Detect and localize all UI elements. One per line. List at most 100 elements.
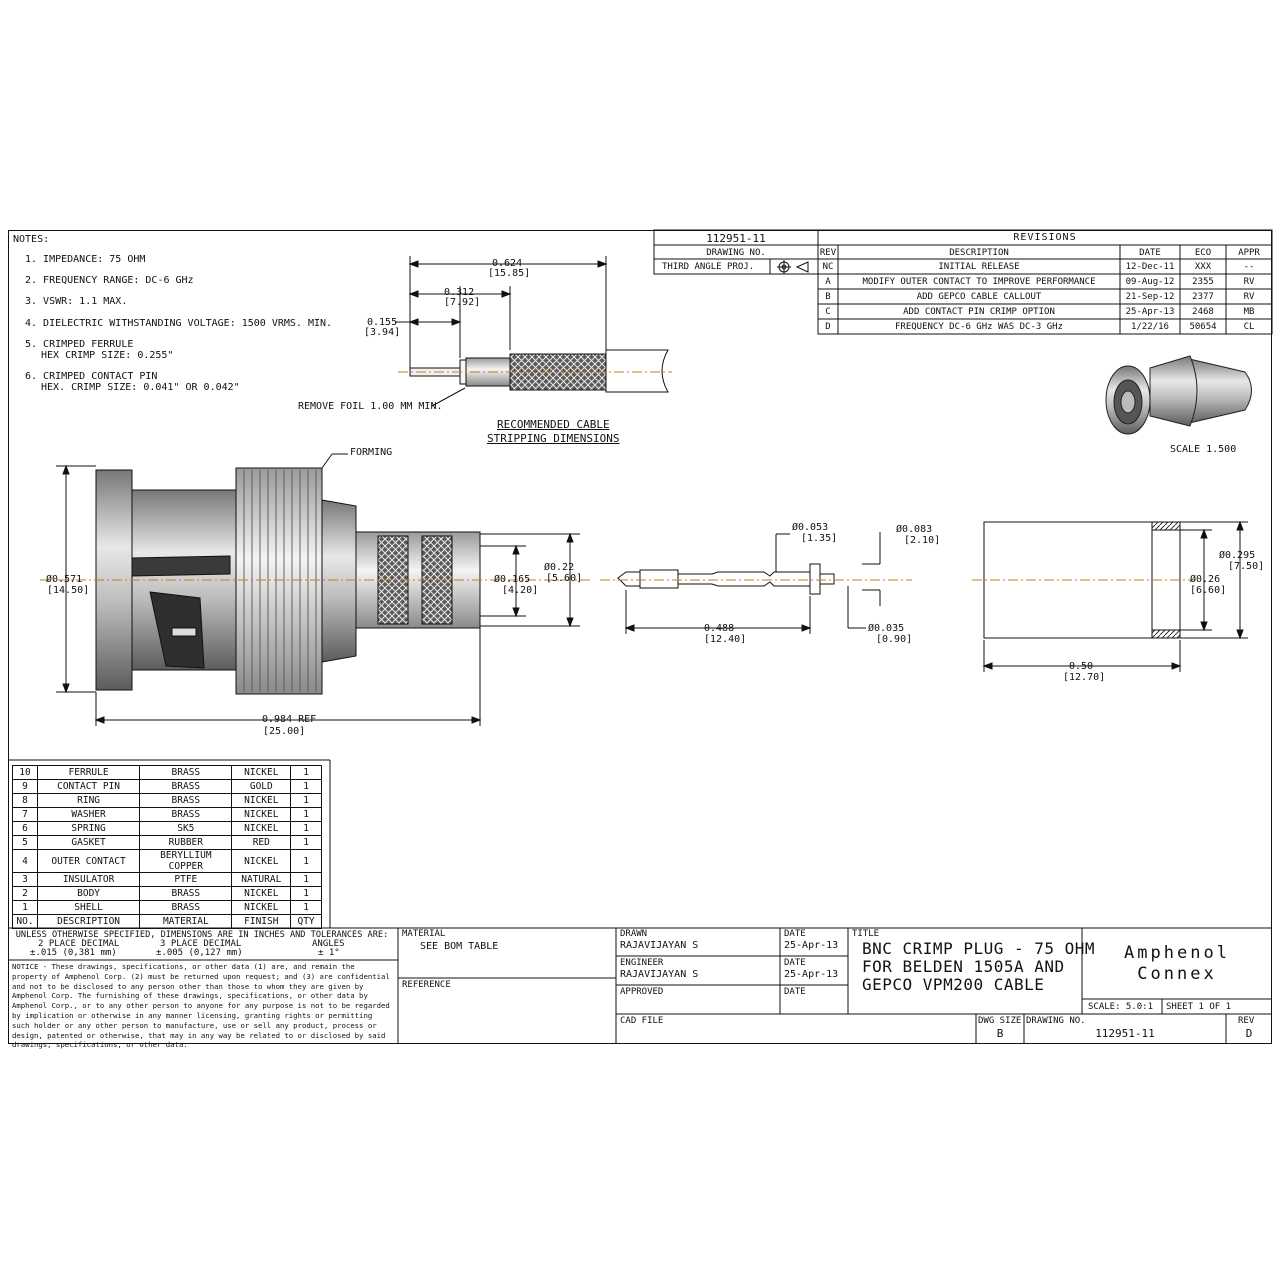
dim-label: Ø0.035 (868, 623, 905, 634)
dim-label: [14.50] (47, 585, 90, 596)
bnc-plug-dimensions (40, 453, 590, 726)
confidentiality-notice: NOTICE - These drawings, specifications,… (12, 962, 390, 1050)
bom-cell: 1 (12, 900, 38, 915)
bom-cell: 4 (12, 849, 38, 873)
bom-cell: 7 (12, 807, 38, 822)
drawing-no-label: DRAWING NO. (1026, 1016, 1086, 1026)
contact-pin-view (617, 563, 835, 595)
tolerance-value: ±.015 (0,381 mm) (30, 948, 117, 958)
dim-label: Ø0.571 (46, 574, 83, 585)
dim-label: [7.92] (444, 297, 481, 308)
note-item: 2. FREQUENCY RANGE: DC-6 GHz (25, 275, 194, 286)
bom-cell: NICKEL (231, 900, 292, 915)
bom-cell: SK5 (139, 821, 233, 836)
bom-cell: 1 (290, 886, 322, 901)
bom-cell: BERYLLIUM COPPER (139, 849, 233, 873)
drawn-label: DRAWN (620, 929, 648, 939)
dim-label: [1.35] (801, 533, 838, 544)
rev-cell: INITIAL RELEASE (938, 262, 1020, 272)
bom-cell: 1 (290, 821, 322, 836)
bom-cell: 1 (290, 765, 322, 780)
dim-label: Ø0.22 (544, 562, 575, 573)
material-label: MATERIAL (402, 929, 446, 939)
tolerance-value: ± 1° (318, 948, 340, 958)
rev-col-header: DATE (1139, 248, 1161, 258)
bom-cell: 1 (290, 835, 322, 850)
dim-label: 0.50 (1069, 661, 1094, 672)
dim-label: [25.00] (263, 726, 306, 737)
rev-cell: RV (1243, 277, 1255, 287)
dim-label: Ø0.295 (1219, 550, 1256, 561)
rev-cell: 2468 (1192, 307, 1214, 317)
rev-cell: 2355 (1192, 277, 1214, 287)
engineer-date: 25-Apr-13 (784, 969, 839, 980)
bom-cell: WASHER (36, 807, 141, 822)
bom-header: MATERIAL (139, 914, 233, 929)
ferrule-dimensions (972, 520, 1248, 672)
dim-label: [4.20] (502, 585, 539, 596)
bom-cell: INSULATOR (36, 872, 141, 887)
bom-cell: 3 (12, 872, 38, 887)
bom-cell: BRASS (139, 807, 233, 822)
drawing-title-line: GEPCO VPM200 CABLE (862, 975, 1045, 994)
bnc-plug-side-view (95, 467, 481, 695)
dim-label: 0.624 (492, 258, 523, 269)
dim-label: [3.94] (364, 327, 401, 338)
bom-cell: 6 (12, 821, 38, 836)
bom-cell: 1 (290, 793, 322, 808)
bom-cell: RING (36, 793, 141, 808)
company-logo-text: Connex (1137, 964, 1217, 984)
sheet-value: SHEET 1 OF 1 (1166, 1002, 1232, 1012)
dim-label: [6.60] (1190, 585, 1227, 596)
dim-label: 0.984 REF (262, 714, 317, 725)
note-item: 5. CRIMPED FERRULE (25, 339, 134, 350)
bom-cell: NICKEL (231, 765, 292, 780)
title-label: TITLE (852, 929, 880, 939)
rev-cell: 12-Dec-11 (1125, 262, 1175, 272)
bom-cell: 1 (290, 779, 322, 794)
iso-scale-label: SCALE 1.500 (1170, 444, 1237, 455)
note-item: HEX. CRIMP SIZE: 0.041" OR 0.042" (41, 382, 240, 393)
engineer-by: RAJAVIJAYAN S (620, 969, 699, 980)
drawing-title-line: BNC CRIMP PLUG - 75 OHM (862, 939, 1096, 958)
rev-col-header: APPR (1238, 248, 1260, 258)
rev-cell: -- (1243, 262, 1255, 272)
bom-cell: OUTER CONTACT (36, 849, 141, 873)
rev-cell: B (825, 292, 831, 302)
rev-cell: 09-Aug-12 (1125, 277, 1175, 287)
bom-cell: BRASS (139, 765, 233, 780)
rev-cell: ADD GEPCO CABLE CALLOUT (916, 292, 1042, 302)
bom-cell: NICKEL (231, 807, 292, 822)
bom-cell: BRASS (139, 779, 233, 794)
reference-label: REFERENCE (402, 980, 451, 990)
rev-cell: NC (822, 262, 834, 272)
dim-label: [12.70] (1063, 672, 1106, 683)
connector-iso-picture (1105, 355, 1252, 435)
dwg-size-value: B (996, 1027, 1004, 1040)
approved-label: APPROVED (620, 987, 664, 997)
drawing-number-label: DRAWING NO. (706, 248, 766, 258)
rev-col-header: REV (819, 248, 837, 258)
rev-cell: A (825, 277, 831, 287)
rev-cell: 1/22/16 (1131, 322, 1169, 332)
material-value: SEE BOM TABLE (420, 941, 499, 952)
bom-cell: 2 (12, 886, 38, 901)
stripping-caption: STRIPPING DIMENSIONS (487, 432, 620, 445)
cad-file-label: CAD FILE (620, 1016, 664, 1026)
rev-col-header: ECO (1194, 248, 1212, 258)
bom-cell: BRASS (139, 886, 233, 901)
dim-label: Ø0.083 (896, 524, 933, 535)
dwg-size-label: DWG SIZE (978, 1016, 1022, 1026)
note-item: 6. CRIMPED CONTACT PIN (25, 371, 158, 382)
dim-label: [5.60] (546, 573, 583, 584)
rev-cell: D (825, 322, 831, 332)
bom-cell: NICKEL (231, 793, 292, 808)
date-label: DATE (784, 987, 806, 997)
bom-cell: NATURAL (231, 872, 292, 887)
dim-label: Ø0.165 (494, 574, 531, 585)
revisions-table (817, 229, 1273, 335)
tolerance-value: ±.005 (0,127 mm) (156, 948, 243, 958)
